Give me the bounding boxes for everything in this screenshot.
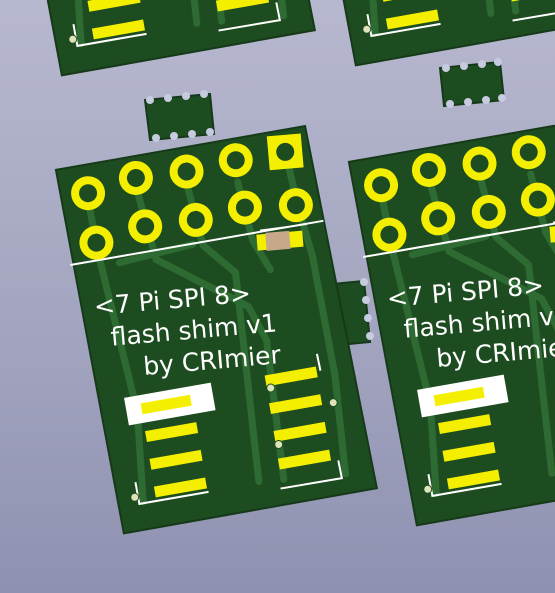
pcb-board-top-right — [286, 0, 555, 69]
pcb-board-right: <7 Pi SPI 8> flash shim v1 by CRImier — [347, 115, 555, 529]
pcb-board-top-left — [0, 0, 317, 79]
silkscreen-label: <7 Pi SPI 8> flash shim v1 by CRImier — [93, 278, 283, 381]
panel-tab-top-left — [143, 90, 216, 142]
panel-tab-top-right — [438, 58, 506, 108]
silkscreen-label-right: <7 Pi SPI 8> flash shim v1 by CRImier — [386, 270, 555, 373]
pcb-board-main: <7 Pi SPI 8> flash shim v1 by CRImier — [54, 123, 379, 537]
